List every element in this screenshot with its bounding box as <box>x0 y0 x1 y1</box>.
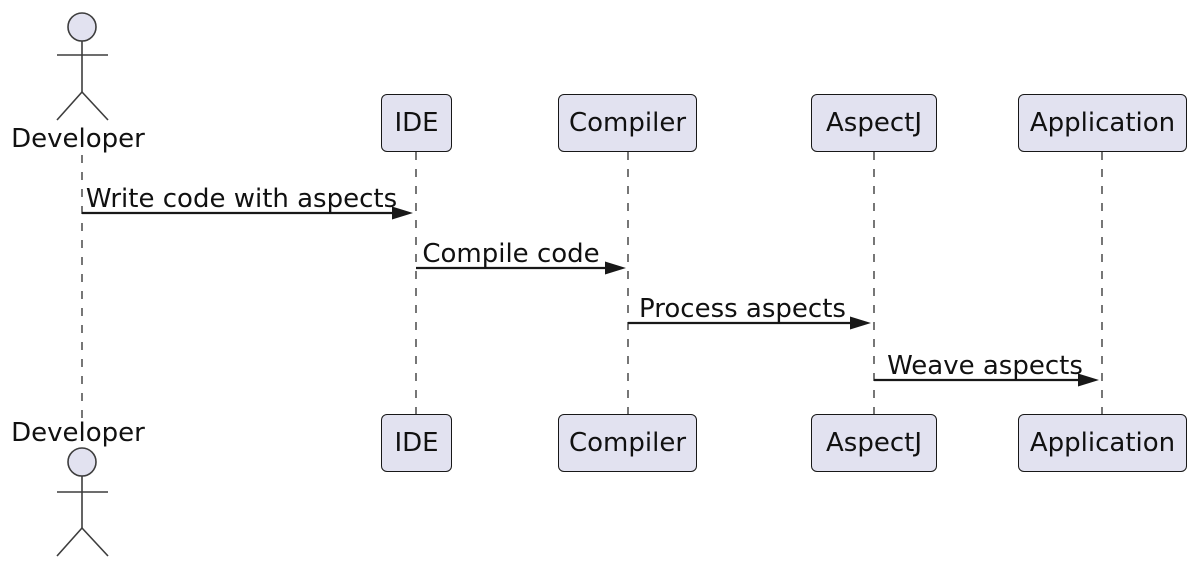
participant-box-ide-top: IDE <box>381 94 452 152</box>
participant-label: Application <box>1029 108 1176 138</box>
participant-box-application-top: Application <box>1018 94 1187 152</box>
actor-label-developer-top: Developer <box>11 124 145 154</box>
actor-leg-left <box>56 527 83 557</box>
message-label-2: Compile code <box>422 239 600 269</box>
participant-box-aspectj-top: AspectJ <box>811 94 937 152</box>
arrowhead-icon <box>605 261 626 275</box>
participant-box-compiler-bottom: Compiler <box>558 414 697 472</box>
arrowhead-icon <box>1078 373 1099 387</box>
actor-leg-right <box>81 91 109 121</box>
actor-figure-bottom <box>56 447 109 557</box>
participant-label: Application <box>1029 428 1176 458</box>
message-arrow-4 <box>874 373 1099 387</box>
actor-label-developer-bottom: Developer <box>11 418 145 448</box>
arrowhead-icon <box>850 316 871 330</box>
actor-figure-top <box>56 12 109 121</box>
message-arrow-1 <box>82 206 413 220</box>
participant-box-compiler-top: Compiler <box>558 94 697 152</box>
message-arrow-3 <box>628 316 871 330</box>
message-label-1: Write code with aspects <box>85 184 398 214</box>
participant-box-application-bottom: Application <box>1018 414 1187 472</box>
actor-head-icon <box>67 447 97 477</box>
participant-label: Compiler <box>568 108 687 138</box>
participant-label: AspectJ <box>826 428 922 458</box>
participant-label: IDE <box>394 108 439 138</box>
actor-head-icon <box>67 12 97 42</box>
participant-label: Compiler <box>568 428 687 458</box>
message-label-3: Process aspects <box>639 294 846 324</box>
participant-box-ide-bottom: IDE <box>381 414 452 472</box>
actor-leg-left <box>56 91 83 121</box>
actor-leg-right <box>81 527 109 557</box>
arrowhead-icon <box>392 206 413 220</box>
message-label-4: Weave aspects <box>887 351 1083 381</box>
participant-box-aspectj-bottom: AspectJ <box>811 414 937 472</box>
participant-label: IDE <box>394 428 439 458</box>
participant-label: AspectJ <box>826 108 922 138</box>
message-arrow-2 <box>416 261 626 275</box>
